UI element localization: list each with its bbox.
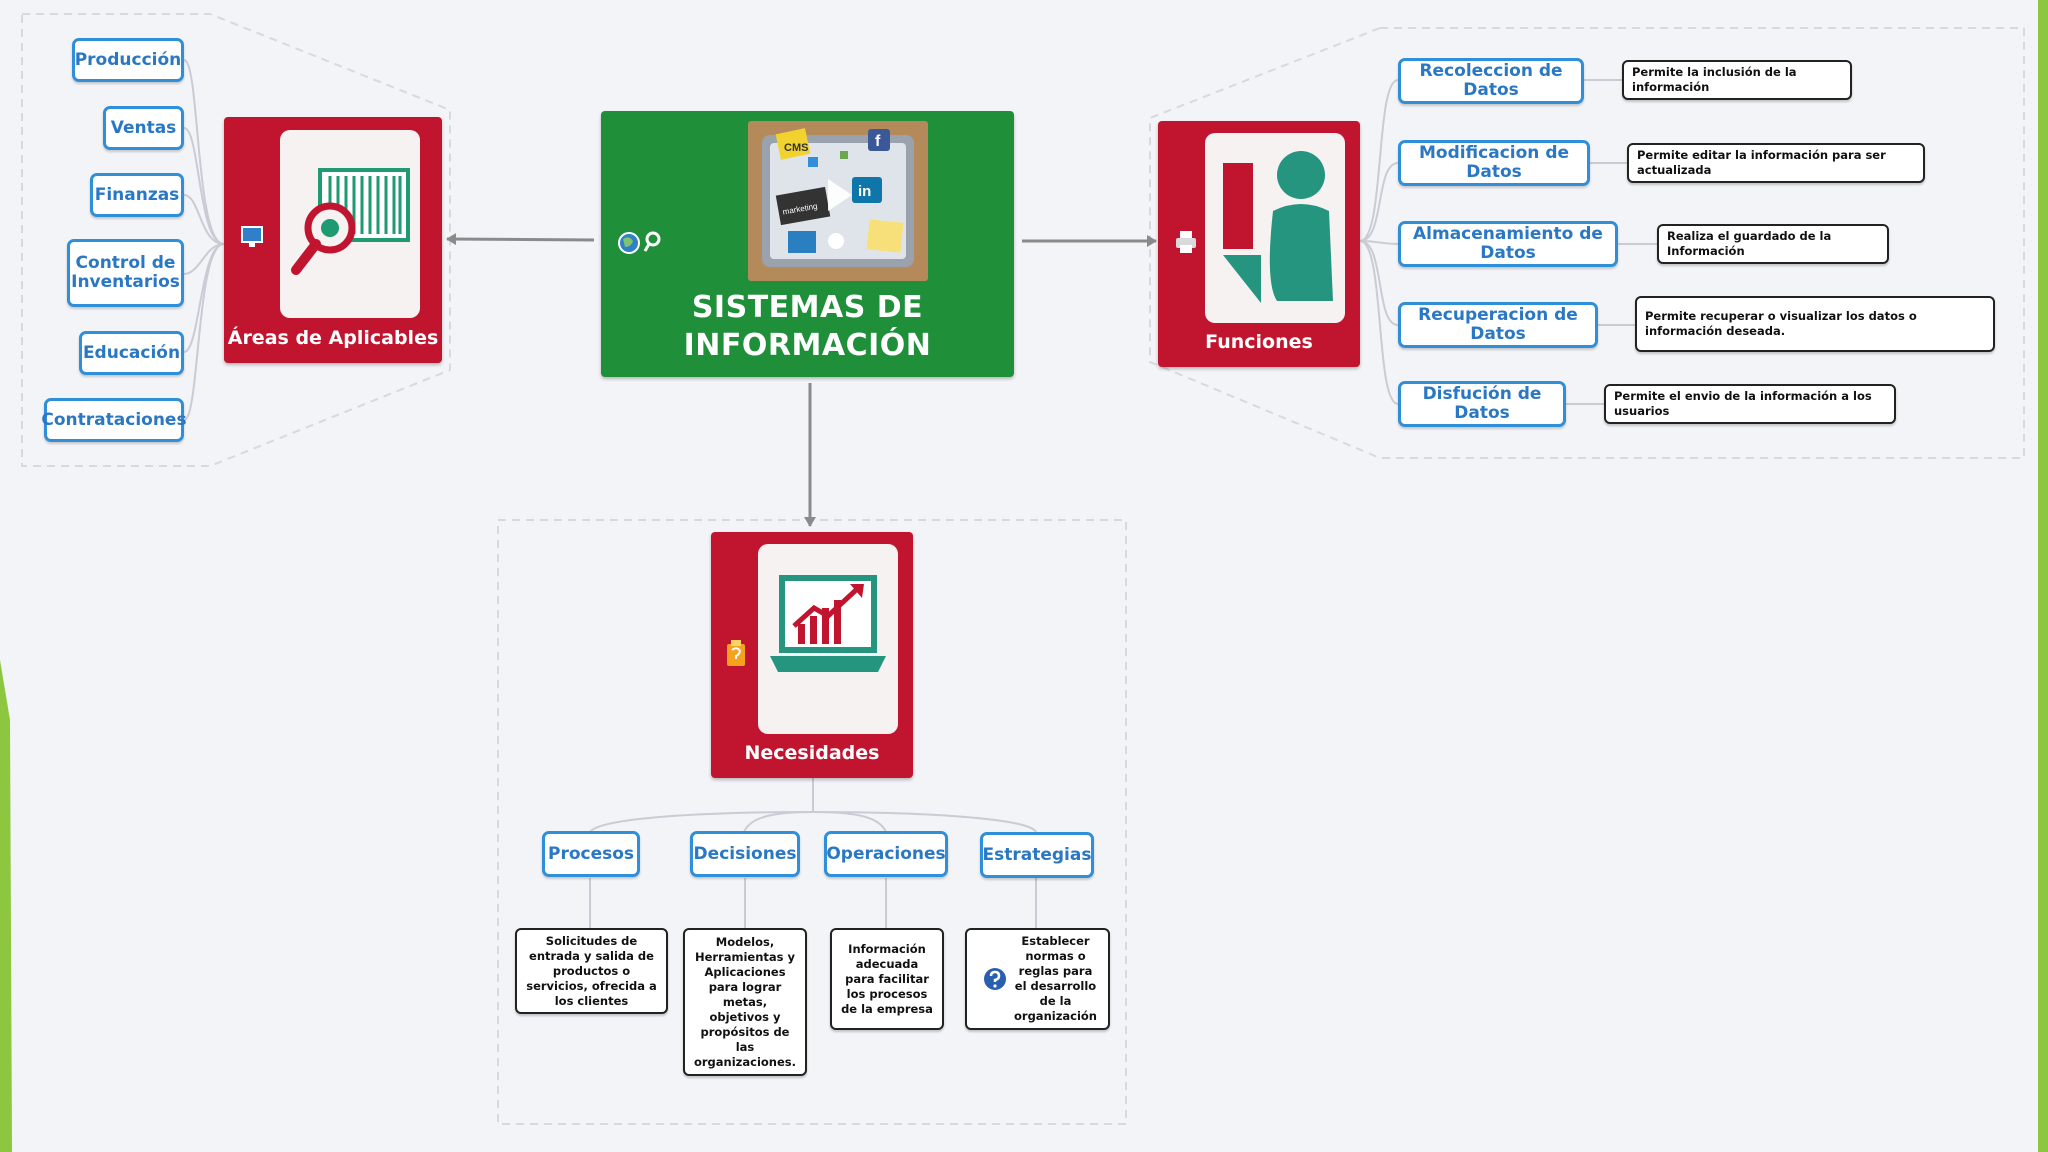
facebook-letter: f [875, 133, 881, 150]
funciones-item-recoleccion[interactable]: Recoleccion de Datos [1398, 58, 1584, 104]
monitor-icon [241, 226, 263, 247]
funciones-desc-recuperacion: Permite recuperar o visualizar los datos… [1635, 296, 1995, 352]
cms-label: CMS [784, 142, 808, 154]
central-title: SISTEMAS DE INFORMACIÓN [683, 290, 932, 363]
necesidades-icon-frame [758, 544, 898, 734]
areas-group-outline [21, 13, 451, 467]
central-node[interactable]: CMS f in marketing SISTEMAS DE INFORMACI… [601, 111, 1014, 377]
necesidades-item-procesos[interactable]: Procesos [542, 831, 640, 877]
funciones-group-outline [1149, 27, 2025, 459]
funciones-item-modificacion[interactable]: Modificacion de Datos [1398, 140, 1590, 186]
barcode-magnifier-icon [291, 168, 410, 275]
slide-accent-bar [2038, 0, 2048, 1152]
necesidades-desc-estrategias: Establecer normas o reglas para el desar… [965, 928, 1110, 1030]
funciones-item-almacenamiento[interactable]: Almacenamiento de Datos [1398, 221, 1618, 267]
areas-node[interactable]: Áreas de Aplicables [224, 117, 442, 363]
necesidades-item-estrategias[interactable]: Estrategias [980, 832, 1094, 878]
necesidades-item-decisiones[interactable]: Decisiones [690, 831, 800, 877]
areas-title: Áreas de Aplicables [227, 327, 439, 349]
funciones-desc-disfucion: Permite el envio de la información a los… [1604, 384, 1896, 424]
necesidades-branches [589, 778, 1037, 928]
linkedin-letters: in [858, 183, 871, 200]
necesidades-node[interactable]: Necesidades [711, 532, 913, 778]
laptop-chart-icon [770, 575, 886, 672]
necesidades-desc-operaciones: Información adecuada para facilitar los … [830, 928, 944, 1030]
areas-icon-frame [280, 130, 420, 318]
necesidades-desc-procesos: Solicitudes de entrada y salida de produ… [515, 928, 668, 1014]
funciones-item-disfucion[interactable]: Disfución de Datos [1398, 381, 1566, 427]
funciones-icon-frame [1205, 133, 1345, 323]
funciones-item-recuperacion[interactable]: Recuperacion de Datos [1398, 302, 1598, 348]
printer-icon [1176, 231, 1196, 253]
funciones-desc-modificacion: Permite editar la información para ser a… [1627, 143, 1925, 183]
slide-edge-left [0, 660, 12, 1152]
funciones-title: Funciones [1205, 331, 1313, 353]
funciones-node[interactable]: Funciones [1158, 121, 1360, 367]
areas-item-produccion[interactable]: Producción [72, 38, 184, 82]
person-icon [1223, 151, 1333, 303]
necesidades-desc-decisiones: Modelos, Herramientas y Aplicaciones par… [683, 928, 807, 1076]
help-icon [984, 968, 1006, 990]
necesidades-item-operaciones[interactable]: Operaciones [824, 831, 948, 877]
globe-magnifier-icon [618, 231, 661, 254]
necesidades-title: Necesidades [744, 742, 880, 764]
funciones-desc-almacenamiento: Realiza el guardado de la Información [1657, 224, 1889, 264]
areas-item-control-inventarios[interactable]: Control de Inventarios [67, 239, 184, 307]
areas-branches [183, 59, 225, 421]
funciones-desc-recoleccion: Permite la inclusión de la información [1622, 60, 1852, 100]
funciones-branches [1359, 79, 1657, 405]
areas-item-educacion[interactable]: Educación [79, 331, 184, 375]
social-media-collage: CMS f in marketing [748, 121, 928, 281]
areas-item-finanzas[interactable]: Finanzas [90, 173, 184, 217]
notepad-icon [727, 640, 745, 666]
areas-item-ventas[interactable]: Ventas [103, 106, 184, 150]
areas-item-contrataciones[interactable]: Contrataciones [41, 398, 187, 442]
arrow-to-areas [446, 233, 595, 246]
